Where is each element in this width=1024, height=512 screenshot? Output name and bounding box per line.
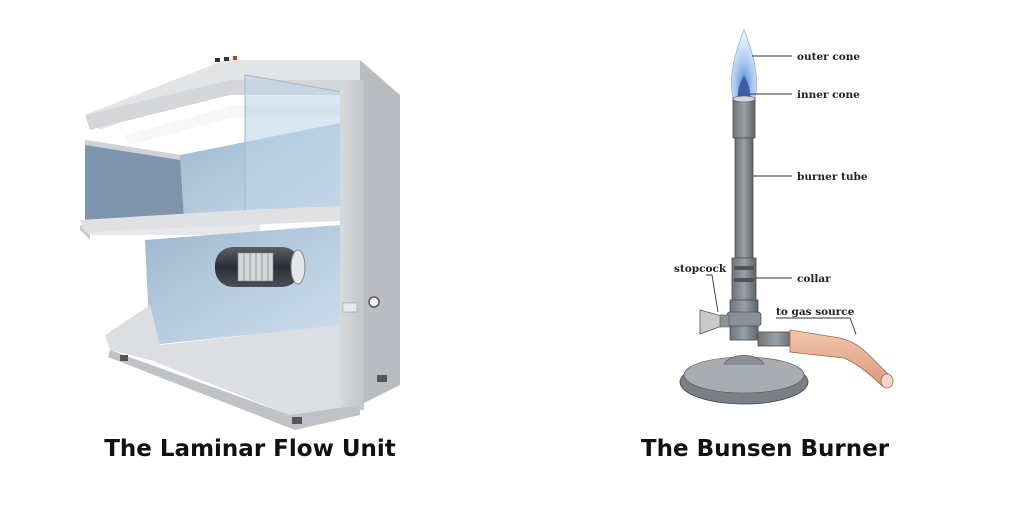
bunsen-burner-drawing: outer cone inner cone burner tube collar…: [674, 28, 894, 405]
cabinet-front-pillar: [340, 80, 364, 410]
flame-inner-cone: [737, 75, 751, 99]
open-door-panel: [85, 140, 185, 235]
base-tray: [105, 305, 340, 415]
inner-cone-label: inner cone: [797, 89, 860, 101]
gas-source-label: to gas source: [776, 306, 855, 318]
stopcock-label: stopcock: [674, 263, 727, 275]
burner-tube-mouth: [732, 97, 756, 139]
outer-cone-label: outer cone: [797, 51, 860, 63]
cabinet-side-panel: [360, 60, 400, 405]
power-switch-icon: [368, 296, 380, 308]
work-shelf: [80, 205, 360, 232]
laminar-flow-caption: The Laminar Flow Unit: [104, 436, 396, 462]
foot: [120, 355, 128, 361]
stopcock-valve: [699, 309, 723, 335]
burner-tube: [734, 137, 754, 259]
foot: [377, 375, 387, 382]
bunsen-burner-caption: The Bunsen Burner: [640, 436, 890, 462]
bunsen-burner-diagram: outer cone inner cone burner tube collar…: [640, 20, 920, 430]
cabinet-top: [85, 60, 360, 130]
laminar-flow-unit-illustration: [30, 20, 470, 440]
collar-label: collar: [797, 273, 831, 285]
foot: [292, 417, 302, 424]
burner-tube-label: burner tube: [797, 171, 868, 183]
gas-inlet-pipe: [757, 331, 795, 347]
laminar-flow-unit-drawing: [80, 56, 400, 430]
